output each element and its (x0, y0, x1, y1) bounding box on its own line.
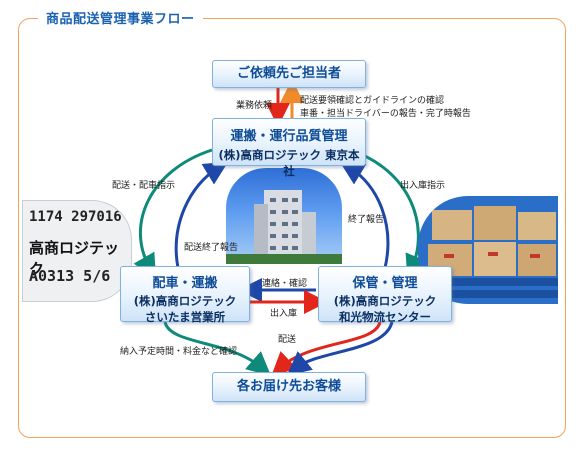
arrow-inout-instruction (349, 148, 428, 280)
arrow-delivery-dispatch (133, 148, 213, 279)
customer-node: 各お届け先お客様 (212, 372, 366, 402)
label-delivery-dispatch: 配送・配車指示 (112, 181, 176, 191)
hq-node-company: (株)高商ロジテック 東京本社 (218, 148, 360, 178)
label-delivery-completion: 配送終了報告 (184, 243, 239, 253)
storage-node: 保管・管理 (株)高商ロジテック 和光物流センター (318, 266, 452, 324)
pallet-boxes-icon (426, 206, 558, 298)
label-completion-report: 終了報告 (348, 215, 385, 225)
dispatch-node-office: さいたま営業所 (144, 310, 226, 324)
label-business-request: 業務依頼 (236, 101, 273, 111)
hq-node: 運搬・運行品質管理 (株)高商ロジテック 東京本社 (212, 118, 366, 178)
label-delivery: 配送 (278, 335, 297, 345)
storage-node-title: 保管・管理 (352, 276, 418, 291)
label-hq-report-1: 配送要領確認とガイドラインの確認 (300, 96, 445, 106)
diagram-frame (18, 18, 566, 438)
truck-sign-line2: 高商ロジテック (29, 239, 120, 278)
arrow-dispatch-to-customer (163, 321, 272, 376)
label-inout-instruction: 出入庫指示 (400, 181, 446, 191)
truck-sign-line3: A0313 5/6 (29, 267, 111, 285)
storage-node-company: (株)高商ロジテック (333, 294, 437, 308)
customer-node-label: 各お届け先お客様 (236, 379, 341, 394)
truck-sign-line1: 1174 297016 (29, 209, 122, 225)
label-inout: 出入庫 (270, 309, 298, 319)
label-contact-confirm: 連絡・確認 (262, 279, 308, 289)
arrow-completion-report (339, 161, 390, 269)
label-hq-report-2: 車番・担当ドライバーの報告・完了時報告 (300, 109, 471, 119)
label-schedule-confirm: 納入予定時間・料金など確認 (120, 347, 238, 357)
hq-node-title: 運搬・運行品質管理 (230, 129, 348, 144)
arrow-delivery-blue (286, 321, 394, 376)
client-node-label: ご依頼先ご担当者 (236, 66, 341, 81)
dispatch-node-company: (株)高商ロジテック (133, 294, 237, 308)
truck-sign-photo: 1174 297016 高商ロジテック A0313 5/6 (22, 200, 132, 302)
dispatch-node: 配車・運搬 (株)高商ロジテック さいたま営業所 (120, 266, 250, 324)
page-title: 商品配送管理事業フロー (38, 8, 203, 27)
dispatch-node-title: 配車・運搬 (152, 276, 218, 291)
storage-node-center: 和光物流センター (339, 310, 431, 324)
client-node: ご依頼先ご担当者 (212, 60, 366, 88)
building-icon (226, 190, 342, 264)
arrow-delivery-completion (174, 161, 229, 269)
building-photo (226, 168, 342, 264)
